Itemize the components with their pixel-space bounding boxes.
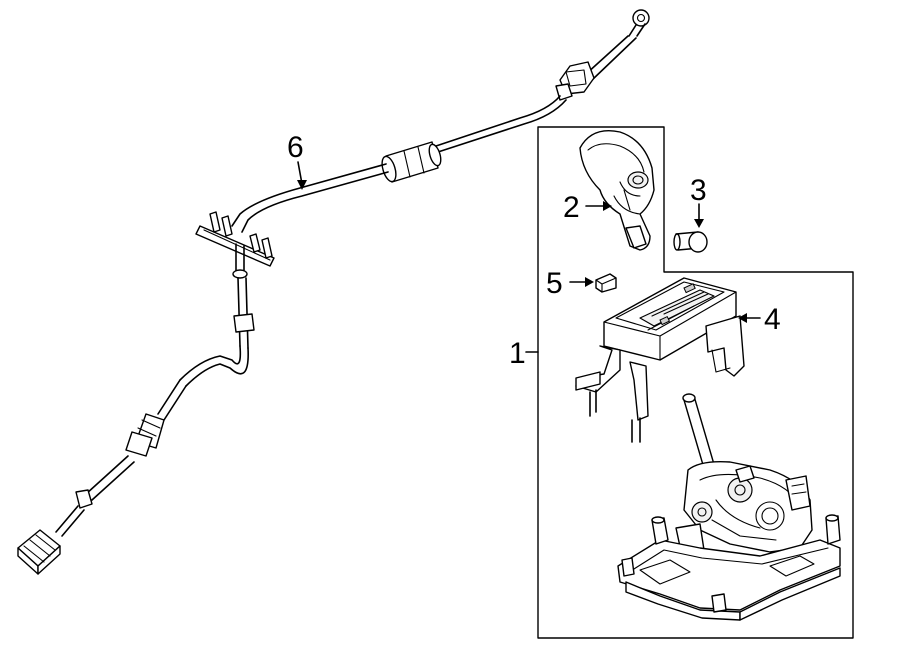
callout-2: 2 xyxy=(563,191,580,224)
shifter-base xyxy=(617,393,841,621)
shift-bezel xyxy=(575,277,745,443)
shift-cable-assembly xyxy=(17,9,650,575)
assembly-outline-box xyxy=(537,126,854,639)
indicator-cap xyxy=(595,273,617,293)
shift-knob xyxy=(579,130,655,251)
release-pin xyxy=(673,231,708,253)
callout-4: 4 xyxy=(764,303,781,336)
callout-1: 1 xyxy=(509,337,526,370)
callout-5: 5 xyxy=(546,267,563,300)
callout-6: 6 xyxy=(287,131,304,164)
callout-leaders xyxy=(297,161,761,353)
callout-3: 3 xyxy=(690,174,707,207)
